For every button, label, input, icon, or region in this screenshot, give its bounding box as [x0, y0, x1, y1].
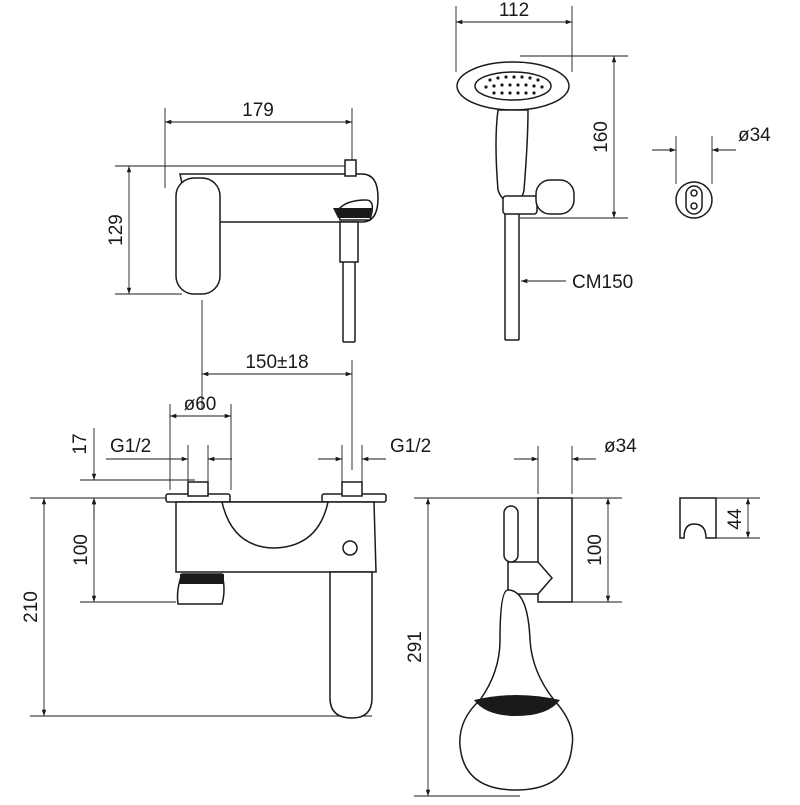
dim-spout-height: 100 — [71, 534, 92, 566]
dim-holder-diameter-side: ø34 — [604, 436, 637, 457]
dim-bracket-height: 44 — [725, 508, 746, 530]
dim-pillar-spacing: 150±18 — [245, 352, 308, 373]
bracket-side-view: 44 — [679, 497, 760, 539]
dim-holder-height: 100 — [585, 534, 606, 566]
label-hose-length: CM150 — [572, 272, 633, 293]
handshower-side-view: ø34 100 291 — [405, 436, 637, 797]
dim-pillar-diameter: ø60 — [184, 394, 217, 415]
dim-holder-diameter-top: ø34 — [738, 125, 771, 146]
dim-thread-right: G1/2 — [390, 436, 431, 457]
dim-total-height: 210 — [21, 591, 42, 623]
bath-mixer-front-view: 150±18 ø60 G1/2 G1/2 17 100 210 — [21, 300, 431, 719]
dim-deck-thickness: 17 — [70, 433, 91, 454]
dim-handshower-height: 160 — [591, 121, 612, 153]
wall-mixer-view: 179 129 — [106, 100, 379, 343]
dim-handshower-width: 112 — [499, 0, 529, 21]
dim-wall-mixer-width: 179 — [242, 100, 274, 121]
dim-wall-mixer-height: 129 — [106, 214, 127, 246]
dim-thread-left: G1/2 — [110, 436, 151, 457]
holder-top-view: ø34 — [652, 125, 771, 219]
handshower-view: 112 160 CM150 — [455, 0, 633, 341]
dim-handshower-total: 291 — [405, 631, 426, 663]
